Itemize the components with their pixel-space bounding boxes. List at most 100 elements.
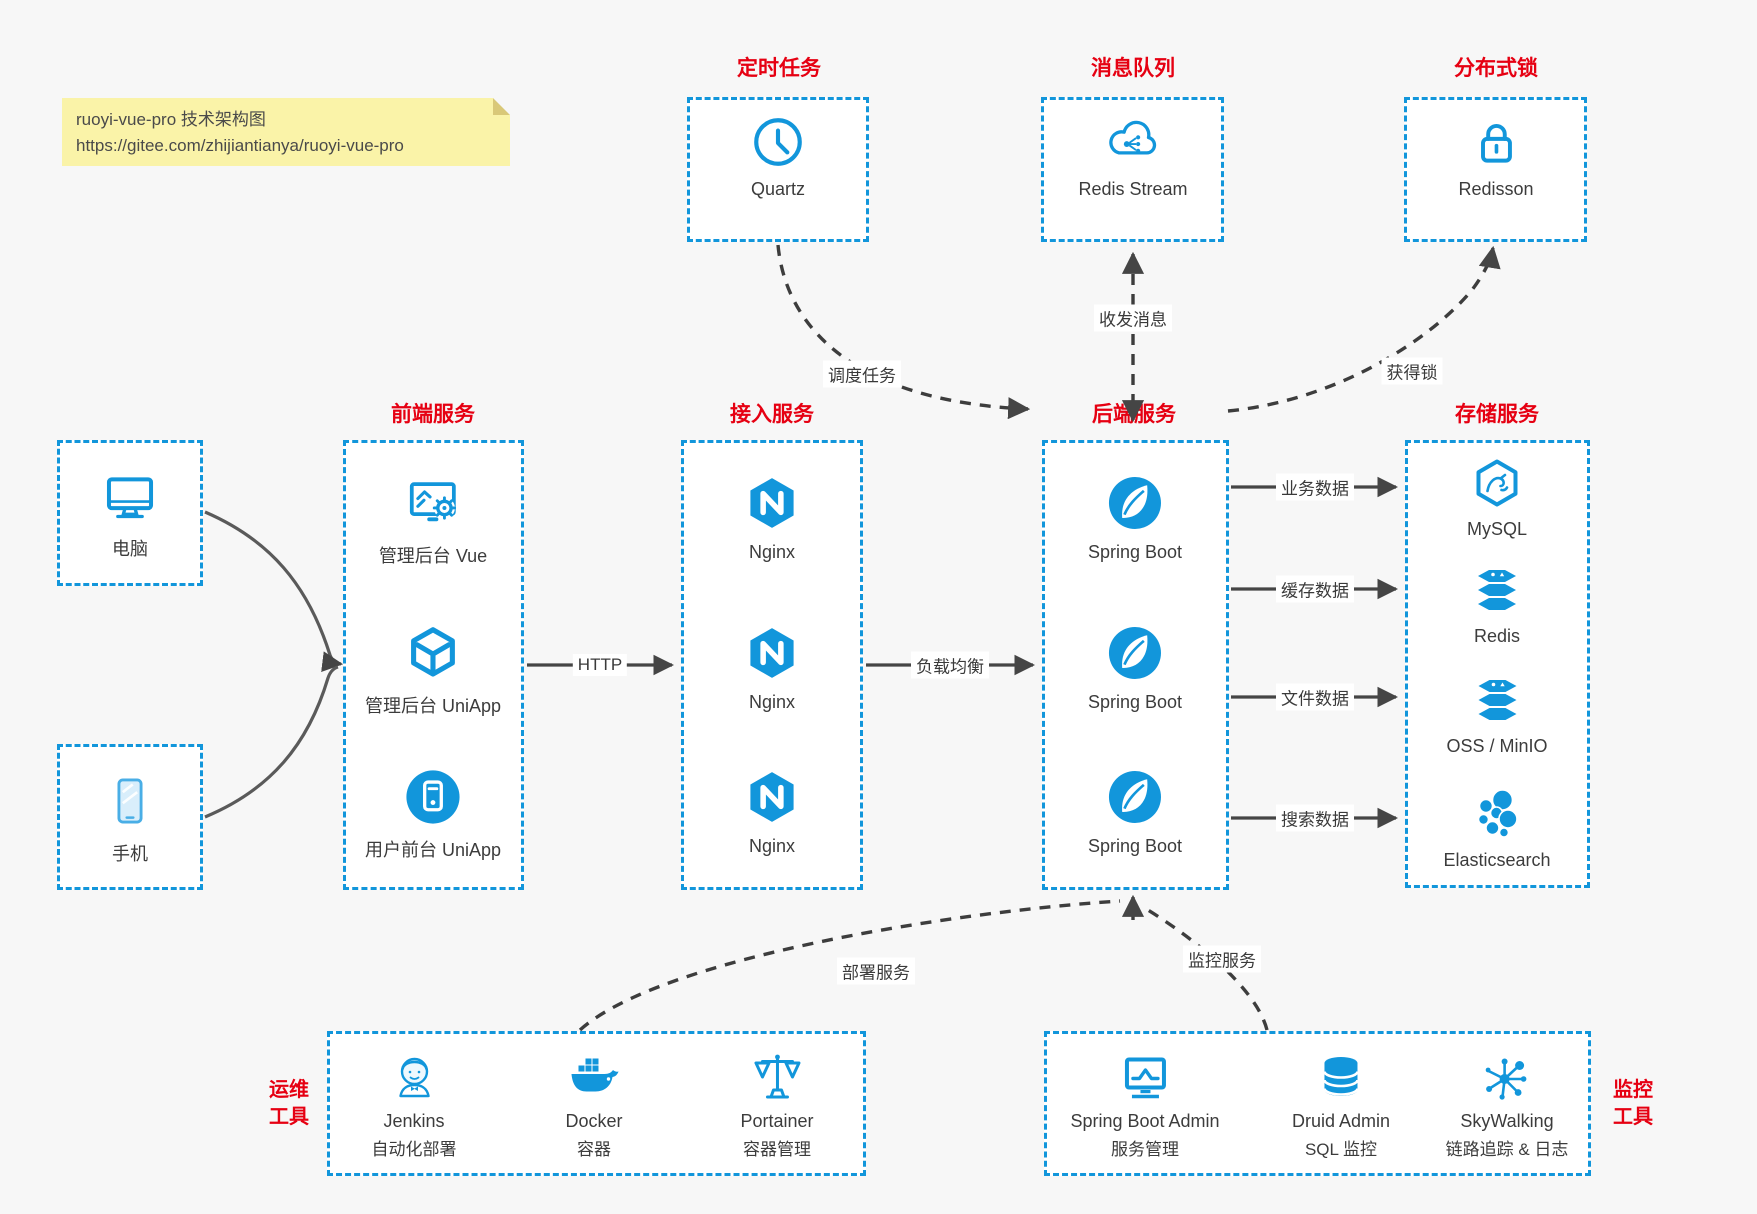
edge-label-business-data: 业务数据 <box>1276 473 1354 501</box>
redis-stream-node: Redis Stream <box>1078 113 1188 200</box>
nginx-icon <box>741 766 803 828</box>
spring-boot-admin-node: Spring Boot Admin 服务管理 <box>1070 1050 1220 1160</box>
user-uniapp-label: 用户前台 UniApp <box>364 840 502 860</box>
title-backend-services: 后端服务 <box>1092 403 1176 426</box>
docker-label: Docker <box>565 1111 623 1131</box>
docker-node: Docker 容器 <box>565 1050 623 1160</box>
jenkins-icon <box>386 1050 442 1106</box>
edge-label-send-receive: 收发消息 <box>1094 304 1172 332</box>
skywalking-node: SkyWalking 链路追踪 & 日志 <box>1445 1050 1569 1160</box>
spring-icon <box>1104 766 1166 828</box>
admin-vue-label: 管理后台 Vue <box>378 546 488 566</box>
elasticsearch-icon <box>1469 786 1525 842</box>
docker-whale-icon <box>566 1050 622 1106</box>
schedule-task-arrow <box>776 244 1031 420</box>
skywalking-label: SkyWalking <box>1460 1111 1554 1131</box>
mysql-node: MySQL <box>1467 455 1527 540</box>
edge-label-search-data: 搜索数据 <box>1276 804 1354 832</box>
redis-node: Redis <box>1469 562 1525 647</box>
monitor-chart-icon <box>1117 1050 1173 1106</box>
smartphone-icon <box>99 770 161 832</box>
redis-label: Redis <box>1473 626 1521 646</box>
druid-admin-label: Druid Admin <box>1291 1111 1391 1131</box>
mobile-to-frontend-arrow <box>204 665 339 819</box>
pc-label: 电脑 <box>112 539 148 559</box>
spring-boot-node-3: Spring Boot <box>1088 766 1182 857</box>
jenkins-node: Jenkins 自动化部署 <box>372 1050 457 1160</box>
title-storage-services: 存储服务 <box>1455 403 1539 426</box>
nginx-icon <box>741 622 803 684</box>
redisson-label: Redisson <box>1458 179 1534 199</box>
redisson-node: Redisson <box>1458 113 1534 200</box>
title-message-queue: 消息队列 <box>1091 57 1175 80</box>
pc-node: 电脑 <box>99 465 161 561</box>
topology-icon <box>1479 1050 1535 1106</box>
oss-layers-icon <box>1469 672 1525 728</box>
mysql-icon <box>1469 455 1525 511</box>
monitoring-side-title: 监控 工具 <box>1613 1079 1653 1128</box>
title-scheduled-tasks: 定时任务 <box>737 57 821 80</box>
note-title: ruoyi-vue-pro 技术架构图 <box>76 110 266 129</box>
jenkins-label: Jenkins <box>383 1111 445 1131</box>
docker-desc: 容器 <box>576 1140 611 1159</box>
title-gateway-services: 接入服务 <box>730 403 814 426</box>
clock-icon <box>749 113 807 171</box>
scales-icon <box>749 1050 805 1106</box>
uniapp-cube-icon <box>402 622 464 684</box>
admin-vue-node: 管理后台 Vue <box>379 472 487 568</box>
edge-label-http: HTTP <box>572 654 628 676</box>
spring-boot-admin-label: Spring Boot Admin <box>1070 1111 1220 1131</box>
nginx-node-3: Nginx <box>741 766 803 857</box>
redis-layers-icon <box>1469 562 1525 618</box>
edge-label-schedule-task: 调度任务 <box>823 360 901 388</box>
skywalking-desc: 链路追踪 & 日志 <box>1445 1140 1569 1159</box>
oss-minio-node: OSS / MinIO <box>1446 672 1548 757</box>
spring-boot-admin-desc: 服务管理 <box>1111 1140 1179 1159</box>
druid-admin-desc: SQL 监控 <box>1304 1140 1378 1159</box>
edge-label-file-data: 文件数据 <box>1276 683 1354 711</box>
edge-label-acquire-lock: 获得锁 <box>1381 357 1443 385</box>
nginx-icon <box>741 472 803 534</box>
spring-boot-label: Spring Boot <box>1087 836 1183 856</box>
spring-boot-node-2: Spring Boot <box>1088 622 1182 713</box>
lock-icon <box>1467 113 1525 171</box>
portainer-label: Portainer <box>740 1111 814 1131</box>
spring-icon <box>1104 622 1166 684</box>
mysql-label: MySQL <box>1466 519 1528 539</box>
edge-label-cache-data: 缓存数据 <box>1276 575 1354 603</box>
title-frontend-services: 前端服务 <box>391 403 475 426</box>
acquire-lock-arrow <box>1227 245 1501 413</box>
note-url: https://gitee.com/zhijiantianya/ruoyi-vu… <box>76 136 404 156</box>
spring-boot-label: Spring Boot <box>1087 542 1183 562</box>
monitoring-tools-box <box>1044 1031 1591 1176</box>
elasticsearch-node: Elasticsearch <box>1443 786 1551 871</box>
jenkins-desc: 自动化部署 <box>371 1140 457 1159</box>
redis-stream-label: Redis Stream <box>1078 179 1188 199</box>
edge-label-deploy-service: 部署服务 <box>837 957 915 985</box>
nginx-label: Nginx <box>748 692 796 712</box>
edge-label-monitor-service: 监控服务 <box>1183 945 1261 973</box>
oss-minio-label: OSS / MinIO <box>1446 736 1548 756</box>
mobile-node: 手机 <box>99 770 161 866</box>
nginx-label: Nginx <box>748 542 796 562</box>
spring-boot-label: Spring Boot <box>1087 692 1183 712</box>
quartz-node: Quartz <box>749 113 807 200</box>
quartz-label: Quartz <box>750 179 806 199</box>
pc-to-frontend-arrow <box>204 510 344 672</box>
nginx-node-2: Nginx <box>741 622 803 713</box>
nginx-label: Nginx <box>748 836 796 856</box>
admin-uniapp-label: 管理后台 UniApp <box>364 696 502 716</box>
elasticsearch-label: Elasticsearch <box>1443 850 1551 870</box>
user-app-icon <box>402 766 464 828</box>
nginx-node-1: Nginx <box>741 472 803 563</box>
portainer-desc: 容器管理 <box>742 1140 811 1159</box>
desktop-icon <box>99 465 161 527</box>
redisson-box <box>1404 97 1587 242</box>
mobile-label: 手机 <box>112 844 148 864</box>
cloud-stream-icon <box>1104 113 1162 171</box>
ops-side-title: 运维 工具 <box>269 1079 309 1128</box>
database-icon <box>1313 1050 1369 1106</box>
title-distributed-lock: 分布式锁 <box>1454 57 1538 80</box>
sticky-note: ruoyi-vue-pro 技术架构图 https://gitee.com/zh… <box>62 98 510 166</box>
